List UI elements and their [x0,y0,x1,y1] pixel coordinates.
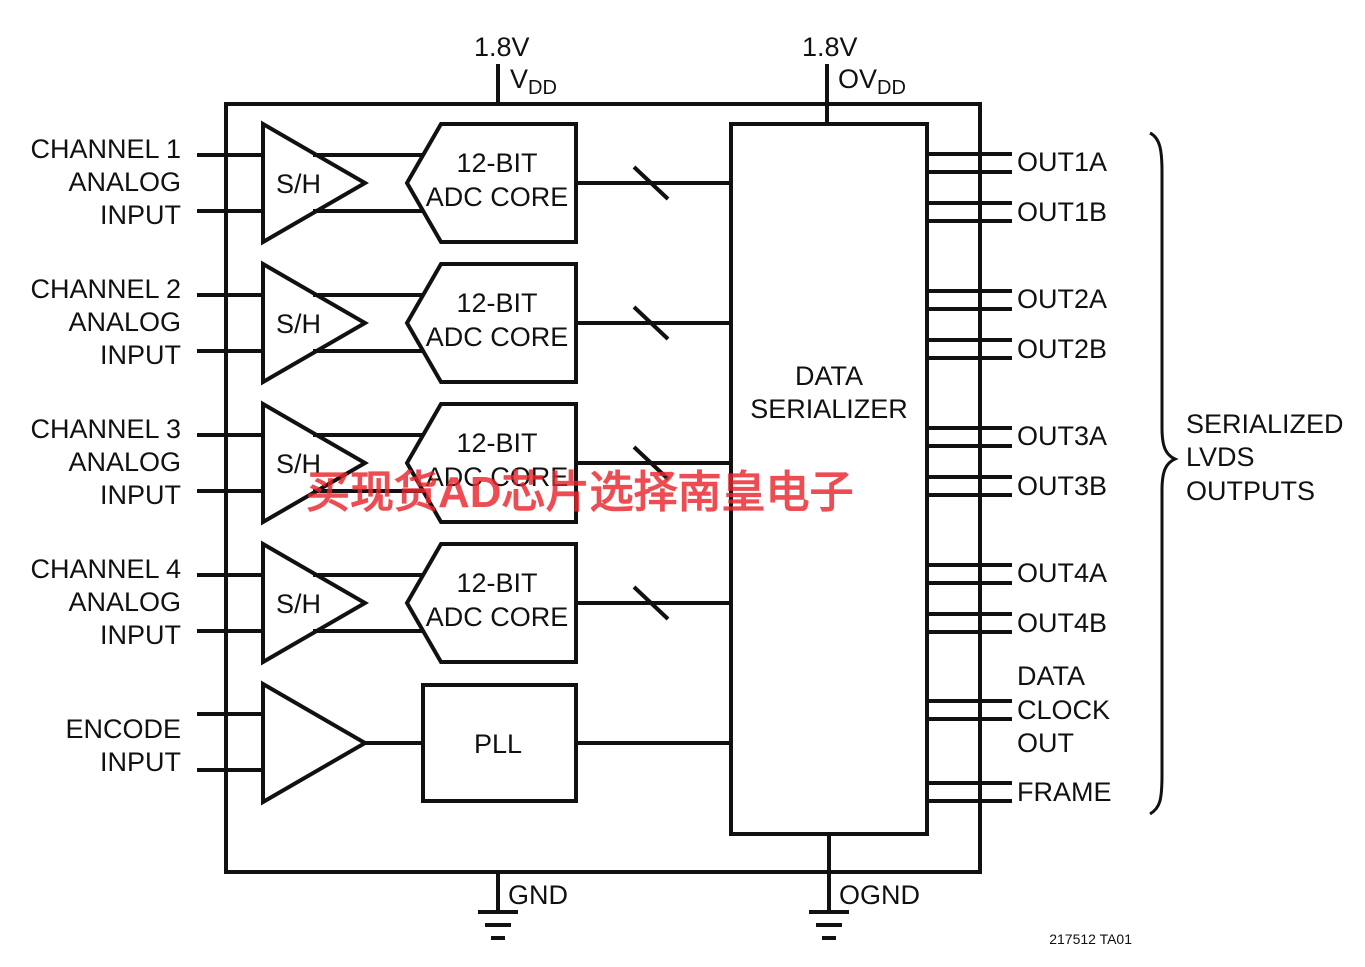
channel-2-adc-label-line-2: ADC CORE [426,322,569,352]
out1b-label: OUT1B [1017,197,1107,227]
out3b-pin-wires [927,475,1012,497]
channel-2-label-line-1: CHANNEL 2 [30,274,181,304]
out4a-label: OUT4A [1017,558,1107,588]
vdd-supply: 1.8V VDD [474,32,557,104]
out2a-label: OUT2A [1017,284,1107,314]
channel-4-sh-label: S/H [276,589,321,619]
pll-label: PLL [474,729,522,759]
figure-id: 217512 TA01 [1049,931,1132,947]
channel-1-label-line-3: INPUT [100,200,181,230]
serializer-label-line-2: SERIALIZER [750,394,908,424]
out2b-label: OUT2B [1017,334,1107,364]
vdd-subscript: DD [528,77,557,99]
channel-3-adc-core [404,402,578,524]
ovdd-voltage: 1.8V [802,32,858,62]
clock-out-pin-wires [927,699,1012,721]
channel-2-adc-label-line-1: 12-BIT [456,288,537,318]
out1a-pin-wires [927,152,1012,174]
bracket-label: SERIALIZED LVDS OUTPUTS [1186,409,1344,506]
out4b-label: OUT4B [1017,608,1107,638]
encode-section: ENCODE INPUT PLL [65,680,731,806]
encode-buffer [261,680,369,806]
channel-4-adc-core [404,542,578,664]
out2a-pin-wires [927,289,1012,311]
channel-4-label-line-1: CHANNEL 4 [30,554,181,584]
serializer-box [729,122,929,836]
channel-4-adc-label-line-1: 12-BIT [456,568,537,598]
channel-1-adc-label-line-2: ADC CORE [426,182,569,212]
channel-1: CHANNEL 1 ANALOG INPUT S/H 12-BIT ADC CO… [30,120,731,246]
channel-1-bus-slash [632,165,670,201]
out3a-pin-wires [927,426,1012,448]
channel-3-sh-label: S/H [276,449,321,479]
channel-1-sh-label: S/H [276,169,321,199]
channel-4-label-line-2: ANALOG [68,587,181,617]
clock-out-label-line-1: DATA [1017,661,1085,691]
ovdd-subscript: DD [877,77,906,99]
bracket-label-line-1: SERIALIZED [1186,409,1344,439]
channel-2-sh-label: S/H [276,309,321,339]
frame-pin-wires [927,781,1012,803]
encode-label-line-2: INPUT [100,747,181,777]
out3b-label: OUT3B [1017,471,1107,501]
channel-3: CHANNEL 3 ANALOG INPUT S/H 12-BIT ADC CO… [30,400,731,526]
out4b-pin-wires [927,612,1012,634]
chip-outline [224,102,982,874]
channel-1-label-line-1: CHANNEL 1 [30,134,181,164]
channel-4-adc-label-line-2: ADC CORE [426,602,569,632]
channel-2-sh-output-wires [313,293,423,353]
channel-2-bus-slash [632,305,670,341]
vdd-name: V [510,64,528,94]
channel-4-bus-slash [632,585,670,621]
out2b-pin-wires [927,338,1012,360]
bracket-label-line-2: LVDS [1186,442,1255,472]
channel-2-label-line-3: INPUT [100,340,181,370]
encode-label-line-1: ENCODE [65,714,181,744]
pll-block [421,683,578,803]
channel-3-bus-slash [632,445,670,481]
ognd-symbol [809,910,849,940]
gnd-symbol [478,910,518,940]
clock-out-label-line-2: CLOCK [1017,695,1110,725]
channel-3-label-line-1: CHANNEL 3 [30,414,181,444]
out1b-pin-wires [927,201,1012,223]
watermark: 买现货AD芯片选择南皇电子 [306,468,854,517]
outputs-brace [1149,131,1179,816]
out3a-label: OUT3A [1017,421,1107,451]
output-pins: OUT1A OUT1B OUT2A OUT2B OUT3A OUT3B OUT4… [927,147,1112,807]
data-serializer: DATA SERIALIZER [729,122,929,836]
ovdd-name: OV [838,64,877,94]
channel-2: CHANNEL 2 ANALOG INPUT S/H 12-BIT ADC CO… [30,260,731,386]
channel-1-adc-label-line-1: 12-BIT [456,148,537,178]
channel-4-label-line-3: INPUT [100,620,181,650]
ognd-supply: OGND [809,834,920,940]
channel-4: CHANNEL 4 ANALOG INPUT S/H 12-BIT ADC CO… [30,540,731,666]
vdd-voltage: 1.8V [474,32,530,62]
channel-3-label-line-3: INPUT [100,480,181,510]
channel-4-sh-output-wires [313,573,423,633]
channel-2-label-line-2: ANALOG [68,307,181,337]
gnd-supply: GND [478,872,568,940]
ovdd-supply: 1.8V OVDD [802,32,906,124]
vdd-label: VDD [510,64,557,99]
serializer-label-line-1: DATA [795,361,863,391]
channel-1-label-line-2: ANALOG [68,167,181,197]
channel-3-adc-label-line-1: 12-BIT [456,428,537,458]
channel-3-adc-label-line-2: ADC CORE [426,462,569,492]
channel-3-label-line-2: ANALOG [68,447,181,477]
bracket-label-line-3: OUTPUTS [1186,476,1315,506]
channel-2-adc-core [404,262,578,384]
frame-label: FRAME [1017,777,1112,807]
out4a-pin-wires [927,563,1012,585]
gnd-label: GND [508,880,568,910]
channel-1-sh-output-wires [313,153,423,213]
ovdd-label: OVDD [838,64,906,99]
clock-out-label-line-3: OUT [1017,728,1074,758]
ognd-label: OGND [839,880,920,910]
channel-1-adc-core [404,122,578,244]
channel-3-sh-output-wires [313,433,423,493]
out1a-label: OUT1A [1017,147,1107,177]
